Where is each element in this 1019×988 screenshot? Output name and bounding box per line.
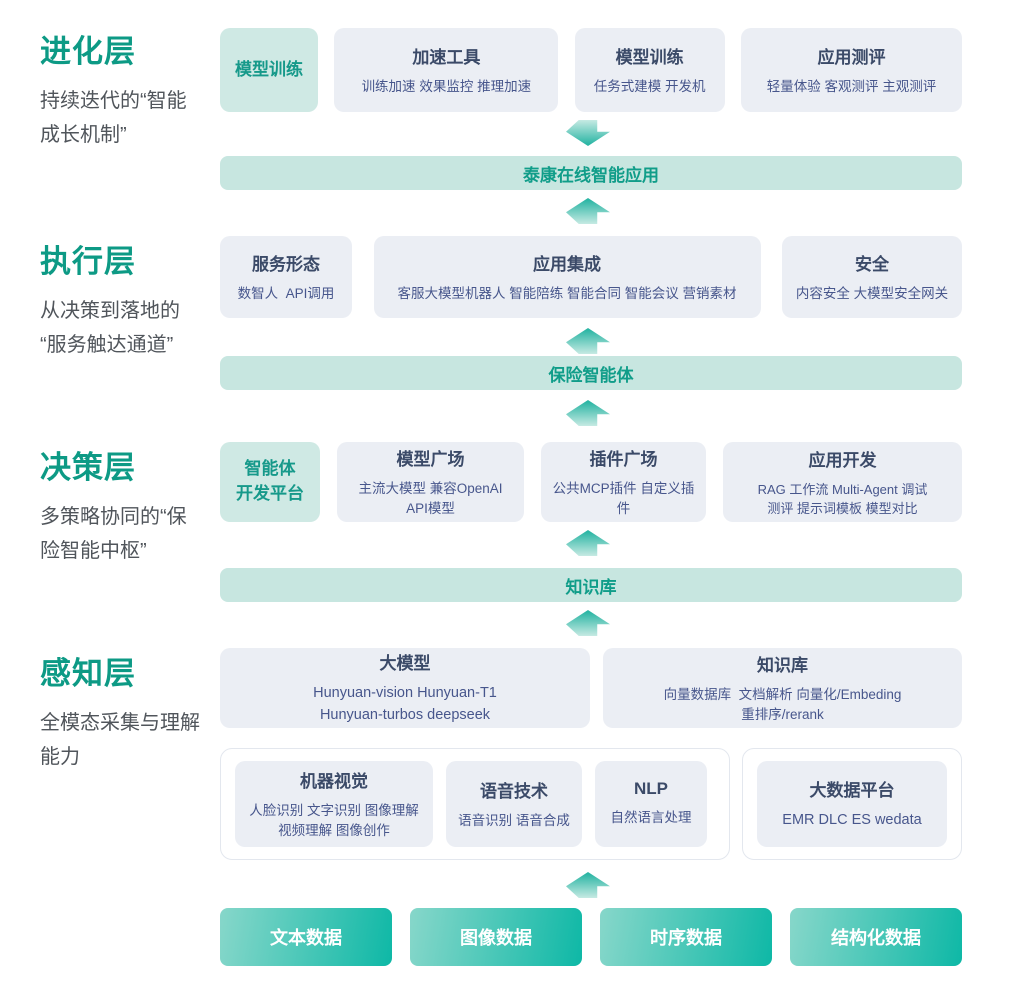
arrow-up-icon [566,610,610,636]
card-nlp: NLP 自然语言处理 [595,761,707,847]
card-app-evaluation: 应用测评 轻量体验 客观测评 主观测评 [740,28,962,112]
banner-taikang-apps: 泰康在线智能应用 [220,156,962,190]
card-big-data-platform: 大数据平台 EMR DLC ES wedata [757,761,947,847]
card-title: 应用集成 [533,254,601,274]
frame-ai-capabilities: 机器视觉 人脸识别 文字识别 图像理解 视频理解 图像创作 语音技术 语音识别 … [220,748,730,860]
card-items: 语音识别 语音合成 [458,812,570,828]
card-items: 公共MCP插件 自定义插件 [552,480,695,516]
card-title: 模型训练 [615,47,684,67]
card-agent-dev-platform-highlight: 智能体 开发平台 [220,442,320,522]
arrow-up-icon [566,530,610,556]
card-title: 机器视觉 [300,771,368,791]
arrow-up-icon [566,400,610,426]
layer-label-evolution: 进化层 持续迭代的“智能 成长机制” [40,26,228,153]
card-title: 加速工具 [412,47,481,67]
card-knowledge-base: 知识库 向量数据库 文档解析 向量化/Embeding 重排序/rerank [603,648,962,728]
layer-label-perception: 感知层 全模态采集与理解 能力 [40,648,228,775]
card-title: 安全 [855,254,889,274]
card-items: 任务式建模 开发机 [593,78,706,94]
card-items: 自然语言处理 [610,810,692,826]
arrow-up-icon [566,328,610,354]
banner-insurance-agent: 保险智能体 [220,356,962,390]
card-items: Hunyuan-vision Hunyuan-T1 Hunyuan-turbos… [313,685,497,723]
card-machine-vision: 机器视觉 人脸识别 文字识别 图像理解 视频理解 图像创作 [235,761,433,847]
card-speech-tech: 语音技术 语音识别 语音合成 [446,761,582,847]
card-title: 应用测评 [817,47,886,67]
card-items: EMR DLC ES wedata [782,812,922,829]
card-items: 数智人 API调用 [237,285,335,301]
data-button-text: 文本数据 [220,908,392,966]
row-data-sources: 文本数据 图像数据 时序数据 结构化数据 [220,908,962,966]
data-button-timeseries: 时序数据 [600,908,772,966]
card-acceleration-tools: 加速工具 训练加速 效果监控 推理加速 [334,28,559,112]
card-items: 主流大模型 兼容OpenAI API模型 [358,480,503,516]
card-title: 模型广场 [396,449,465,469]
arrow-up-icon [566,198,610,224]
card-llm: 大模型 Hunyuan-vision Hunyuan-T1 Hunyuan-tu… [220,648,590,728]
layer-desc: 多策略协同的“保 险智能中枢” [40,506,187,563]
arrow-down-icon [566,120,610,146]
layer-desc: 从决策到落地的 “服务触达通道” [40,300,180,357]
card-title: 服务形态 [252,254,320,274]
layer-label-decision: 决策层 多策略协同的“保 险智能中枢” [40,442,228,569]
layer-title: 感知层 [40,656,136,691]
layer-title: 进化层 [40,34,136,69]
card-items: 向量数据库 文档解析 向量化/Embeding 重排序/rerank [663,686,902,722]
card-items: 客服大模型机器人 智能陪练 智能合同 智能会议 营销素材 [397,285,737,301]
card-title: 应用开发 [808,450,877,470]
card-model-training: 模型训练 任务式建模 开发机 [574,28,725,112]
card-title: 知识库 [757,655,808,675]
frame-big-data: 大数据平台 EMR DLC ES wedata [742,748,962,860]
card-app-integration: 应用集成 客服大模型机器人 智能陪练 智能合同 智能会议 营销素材 [373,236,761,318]
card-items: 轻量体验 客观测评 主观测评 [766,78,937,94]
card-items: 内容安全 大模型安全网关 [795,285,949,301]
card-model-training-highlight: 模型训练 [220,28,318,112]
card-security: 安全 内容安全 大模型安全网关 [782,236,962,318]
row-perception-top: 大模型 Hunyuan-vision Hunyuan-T1 Hunyuan-tu… [220,648,962,728]
card-title: 大模型 [379,654,431,674]
card-items: RAG 工作流 Multi-Agent 调试 测评 提示词模板 模型对比 [757,481,928,517]
card-title: NLP [634,779,668,799]
card-items: 人脸识别 文字识别 图像理解 视频理解 图像创作 [249,802,419,838]
row-perception-bottom: 机器视觉 人脸识别 文字识别 图像理解 视频理解 图像创作 语音技术 语音识别 … [220,748,962,860]
card-plugin-plaza: 插件广场 公共MCP插件 自定义插件 [541,442,706,522]
row-execution: 服务形态 数智人 API调用 应用集成 客服大模型机器人 智能陪练 智能合同 智… [220,236,962,318]
arrow-up-icon [566,872,610,898]
layer-title: 执行层 [40,244,136,279]
layer-title: 决策层 [40,450,136,485]
card-title: 语音技术 [480,781,548,801]
layer-desc: 全模态采集与理解 能力 [40,712,200,769]
card-title: 插件广场 [589,449,658,469]
card-title: 大数据平台 [809,781,895,801]
layer-label-execution: 执行层 从决策到落地的 “服务触达通道” [40,236,228,363]
row-decision: 智能体 开发平台 模型广场 主流大模型 兼容OpenAI API模型 插件广场 … [220,442,962,522]
banner-knowledge-base: 知识库 [220,568,962,602]
layer-desc: 持续迭代的“智能 成长机制” [40,90,187,147]
card-service-forms: 服务形态 数智人 API调用 [220,236,352,318]
card-app-development: 应用开发 RAG 工作流 Multi-Agent 调试 测评 提示词模板 模型对… [723,442,962,522]
data-button-structured: 结构化数据 [790,908,962,966]
card-model-plaza: 模型广场 主流大模型 兼容OpenAI API模型 [337,442,524,522]
card-items: 训练加速 效果监控 推理加速 [361,78,532,94]
row-evolution: 模型训练 加速工具 训练加速 效果监控 推理加速 模型训练 任务式建模 开发机 … [220,28,962,112]
data-button-image: 图像数据 [410,908,582,966]
